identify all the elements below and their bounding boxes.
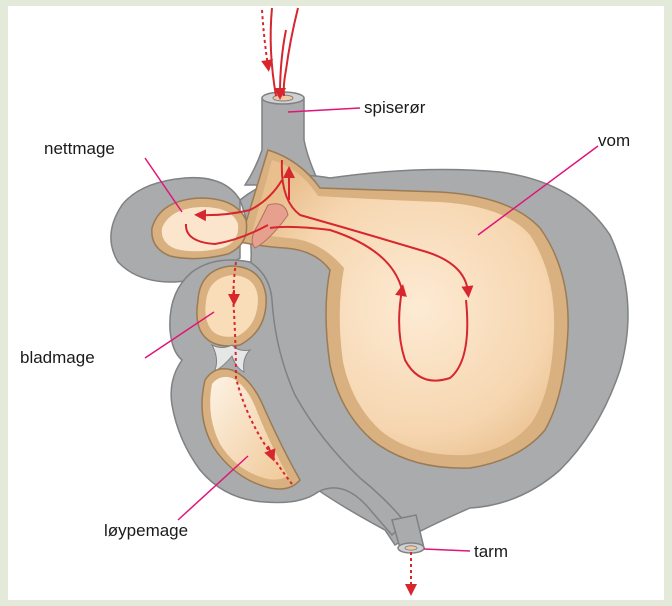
feed-in-line-1 [271,8,276,96]
reticulum-cavity [152,198,247,259]
leader-intestine [424,549,470,551]
label-abomasum: løypemage [104,521,188,540]
regurgitation-dotted [262,10,268,66]
label-reticulum: nettmage [44,139,115,158]
label-intestine: tarm [474,542,508,561]
label-esophagus: spiserør [364,98,426,117]
feed-in-line-2 [284,8,298,96]
label-rumen: vom [598,131,630,150]
label-omasum: bladmage [20,348,95,367]
